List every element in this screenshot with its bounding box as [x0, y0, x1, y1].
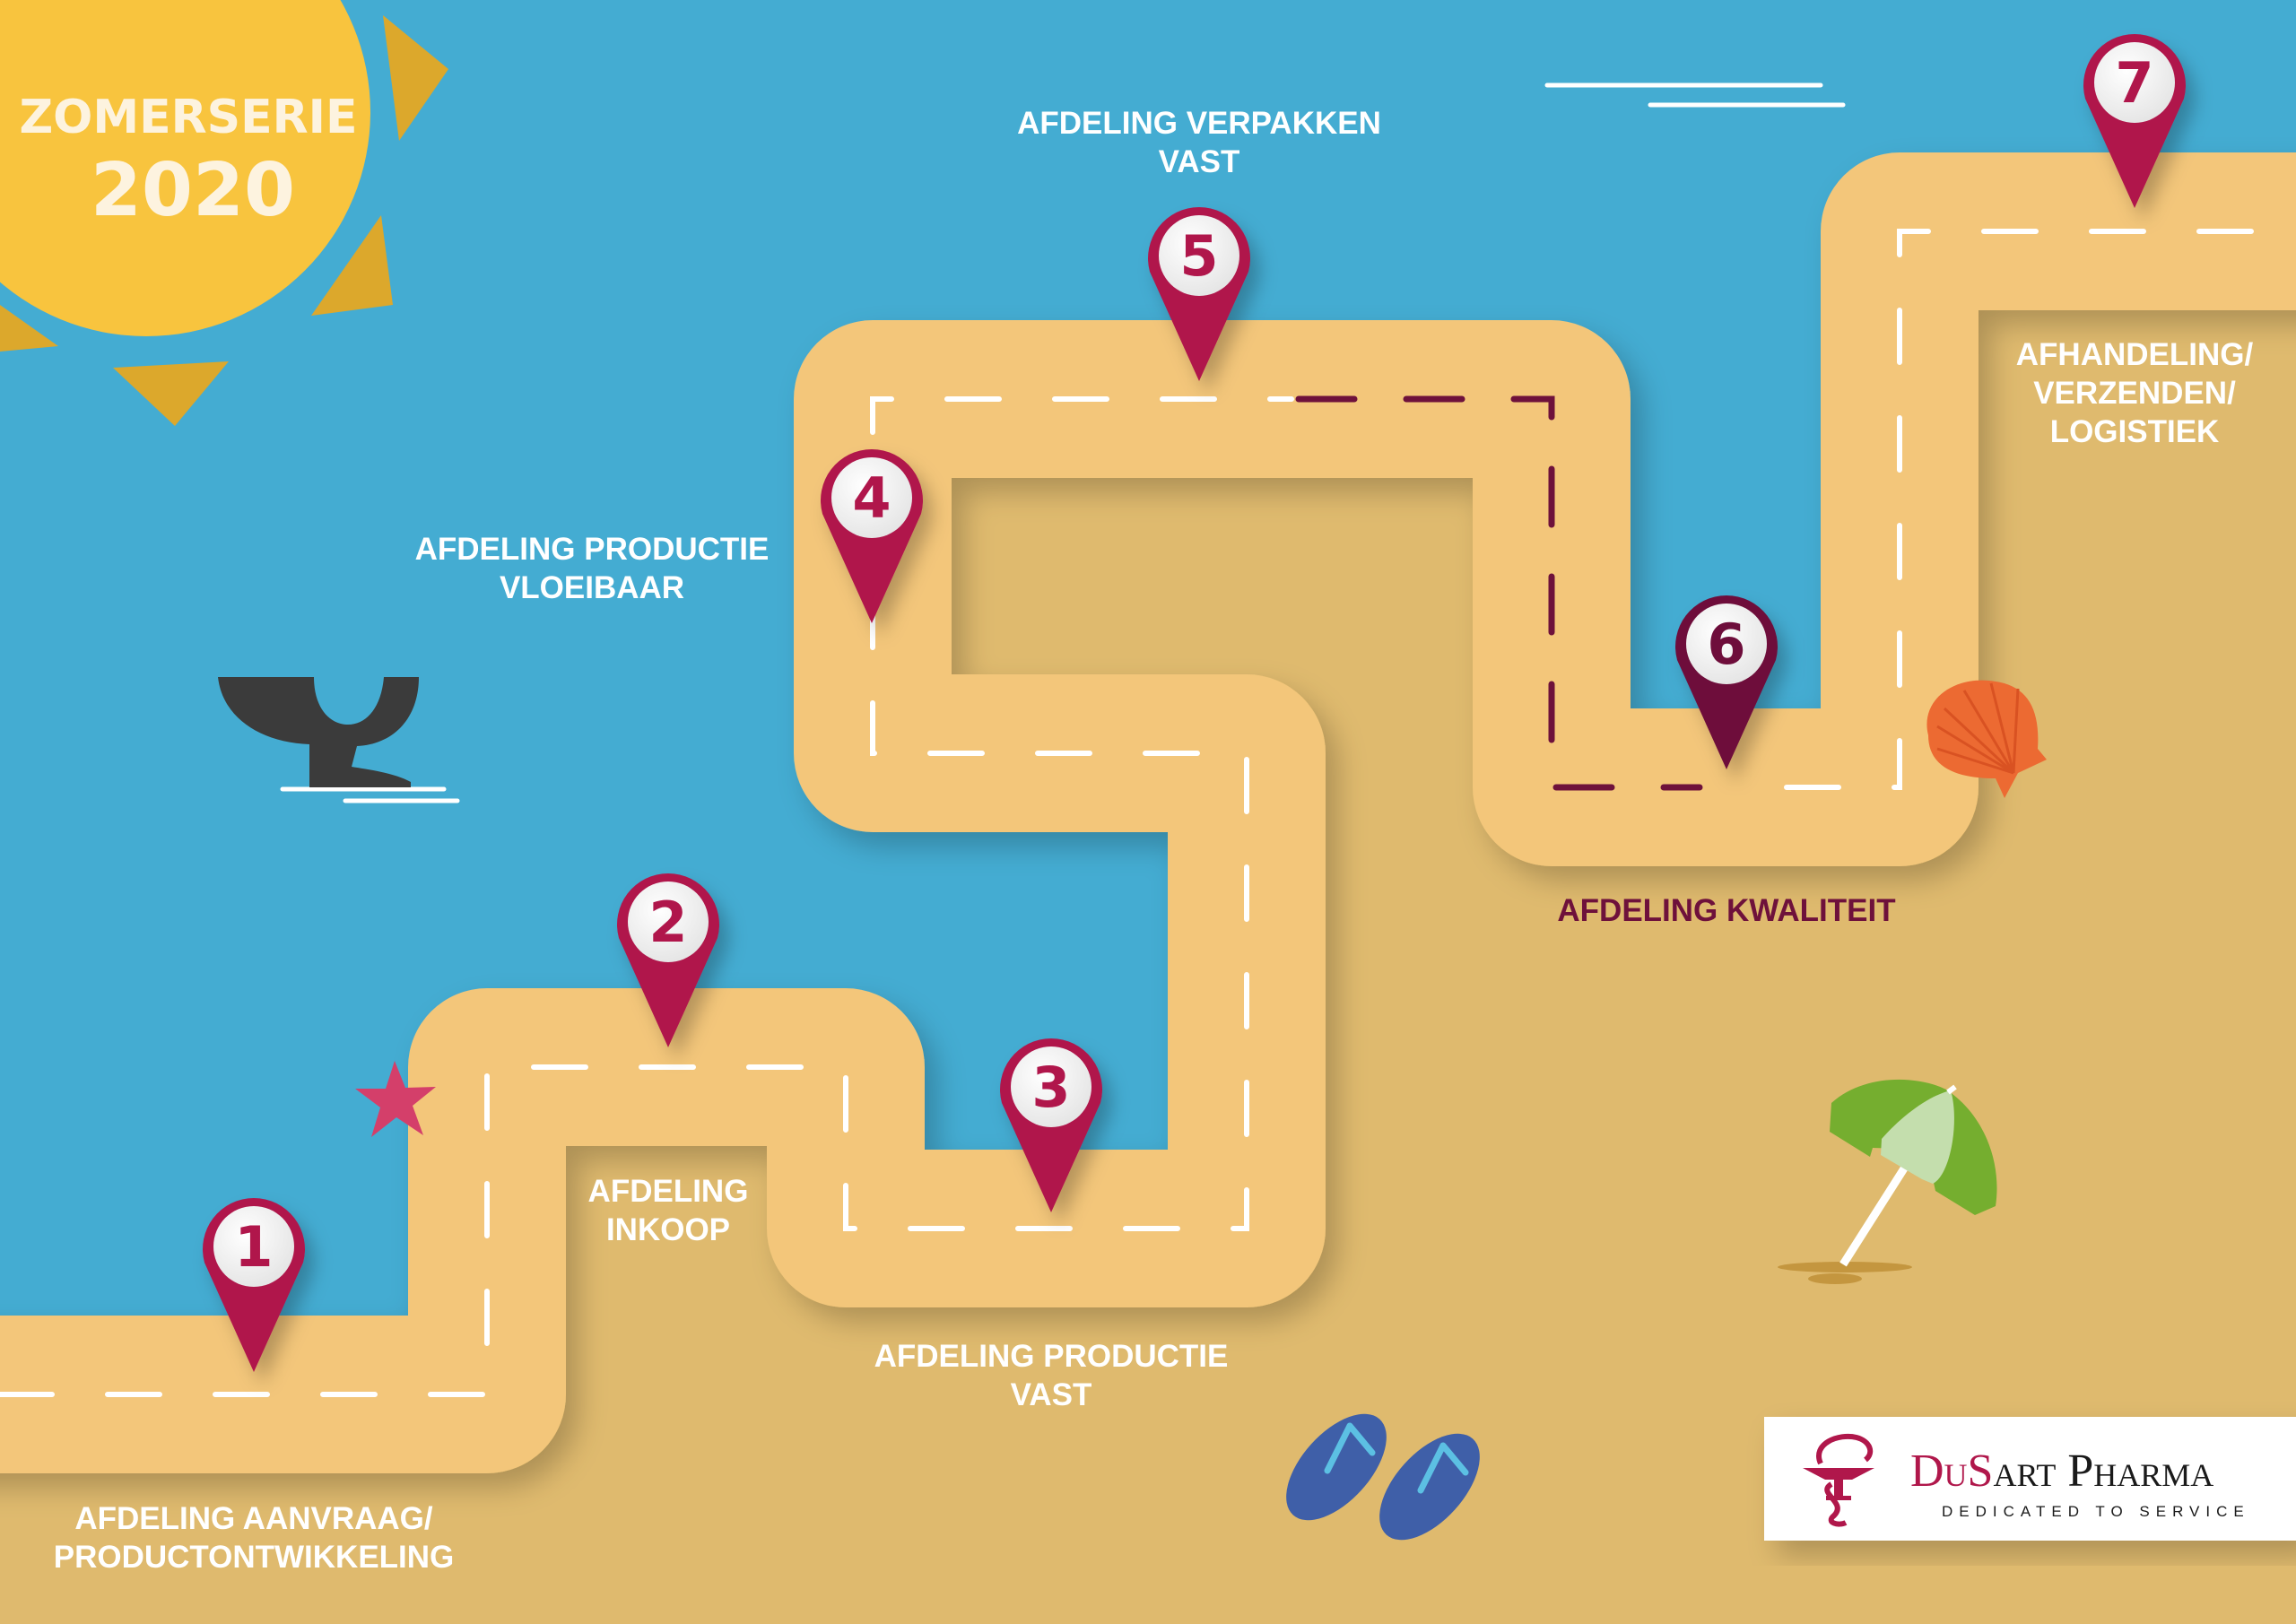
map-pin-number: 1 [234, 1214, 273, 1280]
stop-1-label: AFDELING AANVRAAG/PRODUCTONTWIKKELING [54, 1501, 455, 1575]
stop-7-label: AFHANDELING/VERZENDEN/LOGISTIEK [2016, 337, 2254, 449]
sand [0, 231, 2296, 1624]
flip-flops-icon [1286, 1413, 1480, 1541]
stop-labels: AFDELING AANVRAAG/PRODUCTONTWIKKELING AF… [54, 106, 2254, 1575]
map-pin-number: 2 [648, 890, 687, 955]
sun: ZOMERSERIE 2020 [0, 0, 448, 426]
map-pin-face [1011, 1046, 1091, 1127]
map-pin-face [213, 1206, 294, 1287]
map-pin-1: 1 [203, 1198, 305, 1372]
beach-umbrella-icon [1778, 1079, 1997, 1284]
title-year: 2020 [91, 148, 295, 233]
stop-6-label: AFDELING KWALITEIT [1557, 893, 1895, 928]
title-line1: ZOMERSERIE [19, 91, 357, 144]
map-pin-number: 4 [852, 465, 891, 531]
map-pin-number: 3 [1031, 1055, 1070, 1120]
bowl-of-hygieia-icon [1803, 1433, 1874, 1527]
road-dashes-quality [1295, 395, 1703, 791]
road-dashes [0, 396, 1294, 1397]
map-pin-face [628, 881, 709, 962]
map-pin-face [1159, 215, 1239, 296]
logo-tagline: DEDICATED TO SERVICE [1942, 1503, 2250, 1520]
sun-ray [0, 305, 58, 352]
map-pin-3: 3 [1000, 1038, 1102, 1212]
sun-ray [113, 361, 229, 426]
starfish-icon [355, 1061, 436, 1137]
map-pin-face [1686, 604, 1767, 684]
water-ripples [280, 83, 1846, 803]
stop-pins: 1 2 3 4 5 6 7 [203, 34, 2186, 1372]
map-pin-6: 6 [1675, 595, 1778, 769]
map-pin-face [831, 457, 912, 538]
map-pin-2: 2 [616, 873, 719, 1047]
road-dashes [1784, 229, 2296, 790]
map-pin-7: 7 [2083, 34, 2186, 209]
map-pin-4: 4 [821, 449, 923, 623]
sun-ray [383, 15, 448, 141]
sun-ray [311, 215, 393, 316]
dusart-pharma-logo: DuSart Pharma DEDICATED TO SERVICE [1764, 1417, 2296, 1541]
map-pin-number: 5 [1179, 223, 1218, 289]
whale-tail-icon [218, 677, 419, 787]
logo-name: DuSart Pharma [1910, 1446, 2213, 1497]
map-pin-number: 7 [2115, 50, 2153, 116]
map-pin-number: 6 [1707, 612, 1745, 677]
map-pin-5: 5 [1148, 207, 1250, 381]
map-pin-face [2094, 42, 2175, 123]
shell-icon [1926, 680, 2047, 798]
sun-disc [0, 0, 370, 336]
